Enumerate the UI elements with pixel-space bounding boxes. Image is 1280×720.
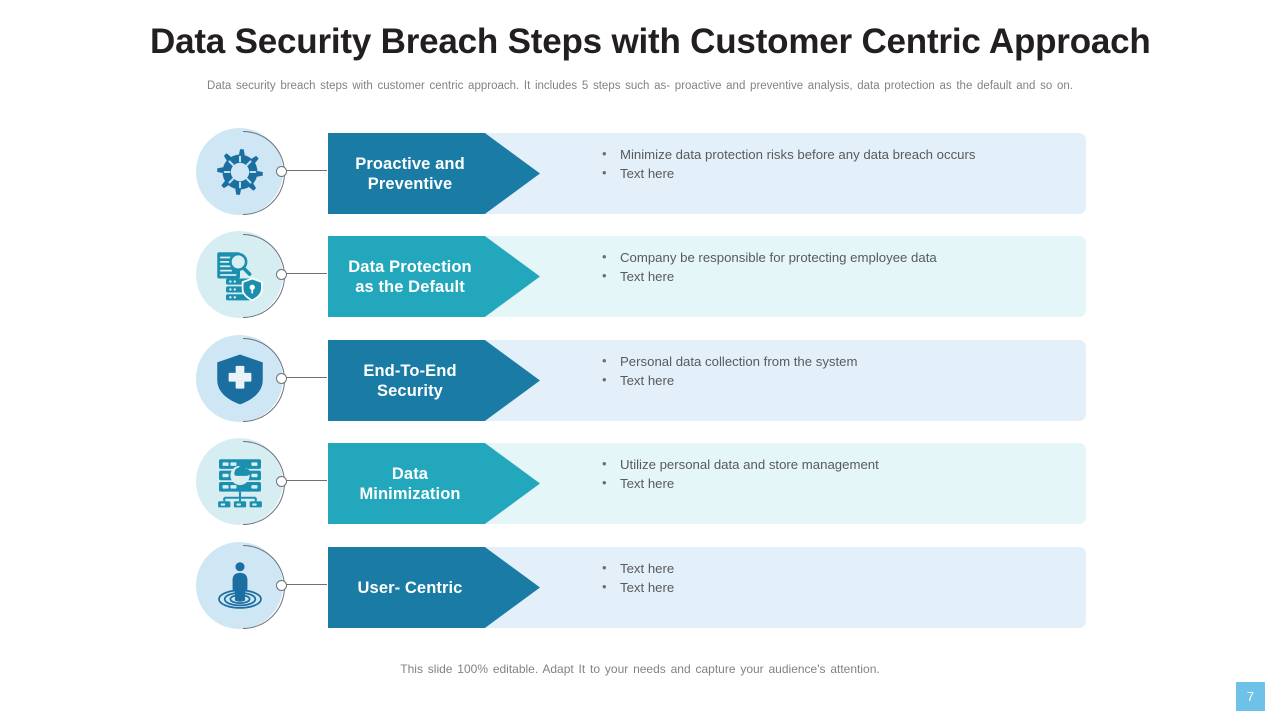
step-icon-medallion (196, 542, 327, 633)
step-label-line1: Data Protection (348, 257, 472, 276)
page-title: Data Security Breach Steps with Customer… (150, 22, 1151, 61)
step-label-line1: Proactive and (355, 154, 465, 173)
step-label: User- Centric (328, 578, 489, 598)
list-item: Text here (598, 163, 1038, 183)
connector-dot (276, 166, 287, 177)
step-bullet-list: Utilize personal data and store manageme… (598, 454, 1038, 493)
step-icon-medallion (196, 231, 327, 322)
list-item: Personal data collection from the system (598, 351, 1038, 371)
step-icon-medallion (196, 128, 327, 219)
footer-note: This slide 100% editable. Adapt It to yo… (400, 662, 880, 676)
connector-line (285, 480, 327, 481)
step-label: Data Minimization (328, 464, 489, 504)
page-subtitle: Data security breach steps with customer… (207, 80, 1073, 92)
connector-dot (276, 269, 287, 280)
gear-icon (212, 143, 268, 201)
list-item: Company be responsible for protecting em… (598, 247, 1038, 267)
step-bullet-list: Minimize data protection risks before an… (598, 144, 1038, 183)
page-number-badge: 7 (1236, 682, 1265, 711)
server-network-icon (212, 453, 268, 511)
step-row: End-To-End Security Personal data collec… (0, 335, 1280, 444)
list-item: Text here (598, 577, 1038, 597)
person-target-icon (212, 557, 268, 615)
connector-line (285, 273, 327, 274)
step-label-line2: Minimization (359, 484, 461, 503)
connector-line (285, 584, 327, 585)
list-item: Text here (598, 473, 1038, 493)
step-label-line1: End-To-End (363, 361, 457, 380)
connector-dot (276, 476, 287, 487)
connector-dot (276, 373, 287, 384)
step-bullet-list: Personal data collection from the system… (598, 351, 1038, 390)
step-bullet-list: Company be responsible for protecting em… (598, 247, 1038, 286)
step-label: End-To-End Security (328, 361, 489, 401)
list-item: Utilize personal data and store manageme… (598, 454, 1038, 474)
step-label-line2: Security (377, 381, 443, 400)
step-bullet-list: Text here Text here (598, 558, 1038, 597)
step-icon-medallion (196, 335, 327, 426)
step-row: Data Minimization Utilize personal data … (0, 438, 1280, 547)
step-label-line1: User- Centric (357, 578, 463, 597)
step-label: Data Protection as the Default (328, 257, 489, 297)
document-server-lock-icon (212, 246, 268, 304)
shield-icon (212, 350, 268, 408)
connector-line (285, 170, 327, 171)
list-item: Text here (598, 266, 1038, 286)
step-label: Proactive and Preventive (328, 154, 489, 194)
step-icon-medallion (196, 438, 327, 529)
list-item: Text here (598, 370, 1038, 390)
step-row: Data Protection as the Default Company b… (0, 231, 1280, 340)
connector-dot (276, 580, 287, 591)
step-row: Proactive and Preventive Minimize data p… (0, 128, 1280, 237)
step-row: User- Centric Text here Text here (0, 542, 1280, 651)
step-label-line2: Preventive (367, 174, 453, 193)
list-item: Minimize data protection risks before an… (598, 144, 1038, 164)
step-label-line1: Data (391, 464, 429, 483)
list-item: Text here (598, 558, 1038, 578)
connector-line (285, 377, 327, 378)
step-label-line2: as the Default (355, 277, 465, 296)
